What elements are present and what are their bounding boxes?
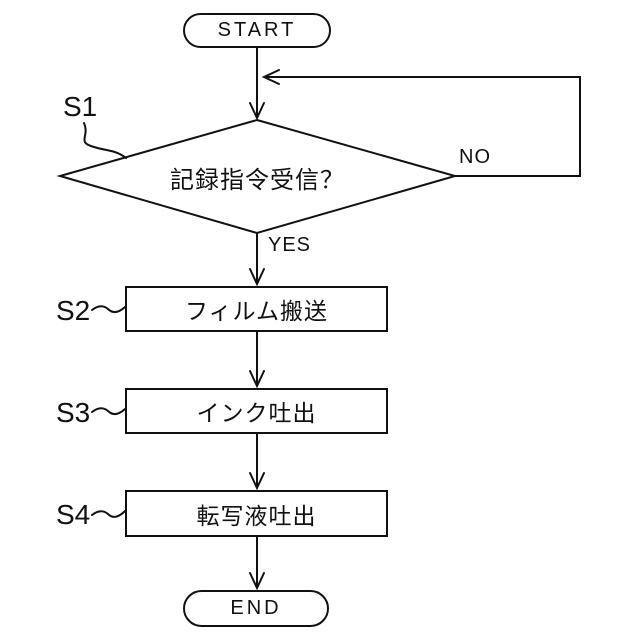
arrow-p2-to-p3-head (249, 472, 265, 491)
no-loop-arrow-head (261, 69, 280, 85)
s4-connector-squiggle (91, 510, 126, 518)
s1-connector-squiggle (83, 122, 127, 159)
start-node-label: START (217, 19, 297, 41)
no-loop-line (264, 76, 581, 177)
arrow-decision-to-p1-head (249, 268, 265, 287)
arrow-p1-to-p2-head (249, 370, 265, 389)
end-node-label: END (230, 597, 282, 619)
process-node-s2: フィルム搬送 (125, 286, 388, 332)
arrow-start-to-decision-head (249, 102, 265, 121)
step-label-s1: S1 (63, 91, 98, 122)
start-node: START (183, 13, 331, 48)
s3-connector-squiggle (91, 407, 126, 415)
s2-connector-squiggle (91, 305, 126, 313)
end-node: END (183, 590, 329, 627)
process-node-s2-label: フィルム搬送 (184, 298, 329, 324)
step-label-s4: S4 (56, 499, 91, 530)
step-label-s3: S3 (56, 397, 91, 428)
arrow-p3-to-end-head (249, 572, 265, 591)
step-label-s2: S2 (56, 295, 91, 326)
process-node-s4-label: 転写液吐出 (196, 502, 317, 529)
branch-label-yes: YES (266, 234, 314, 256)
process-node-s4: 転写液吐出 (125, 490, 388, 537)
branch-label-no: NO (457, 146, 493, 168)
decision-node-label: 記録指令受信？ (170, 166, 345, 194)
process-node-s3: インク吐出 (125, 388, 388, 434)
process-node-s3-label: インク吐出 (196, 400, 317, 426)
